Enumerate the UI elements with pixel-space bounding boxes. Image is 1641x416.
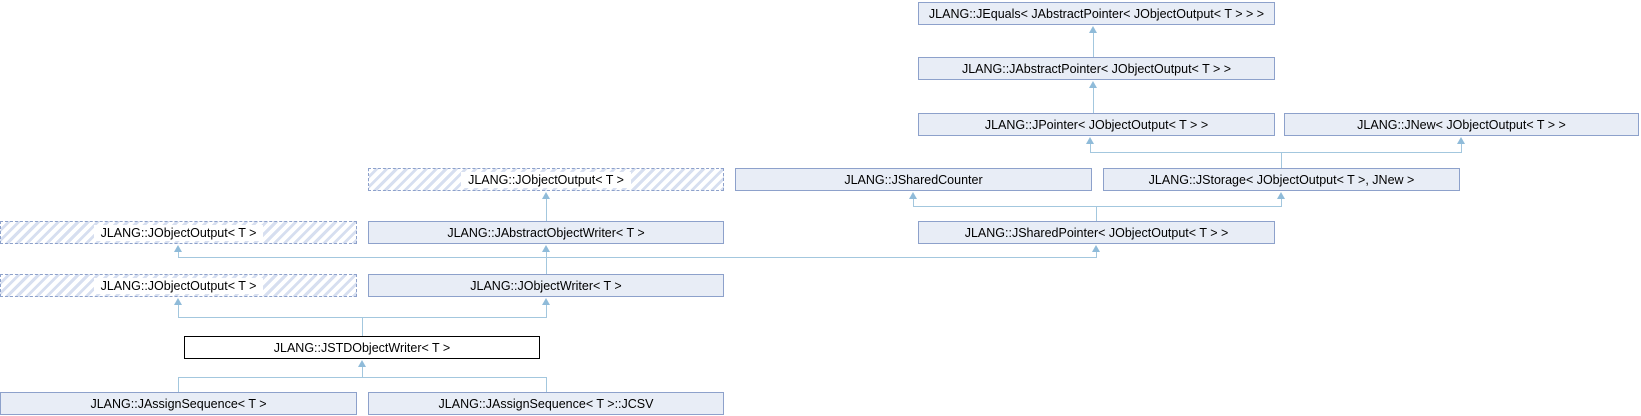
- edge-jstdobjectwriter-to-jobjectwriter-arrowhead: [542, 298, 550, 305]
- edge-jstdobjectwriter-bases-stub: [362, 317, 363, 336]
- edge-jabstractobjectwriter-to-jobjectoutput-line: [546, 199, 547, 221]
- edge-jsharedpointer-to-jsharedcounter-arrowhead: [909, 192, 917, 199]
- edge-derived-to-jstdobjectwriter-hline: [178, 377, 547, 378]
- edge-jstorage-bases-hline: [1090, 152, 1462, 153]
- class-node-label: JLANG::JObjectOutput< T >: [93, 277, 264, 294]
- edge-jobjectwriter-to-jobjectoutput-line: [178, 252, 179, 257]
- class-node-jassignsequence-jcsv[interactable]: JLANG::JAssignSequence< T >::JCSV: [368, 392, 724, 415]
- class-node-label: JLANG::JStorage< JObjectOutput< T >, JNe…: [1148, 172, 1415, 187]
- class-node-label: JLANG::JSharedCounter: [844, 172, 983, 187]
- edge-jstorage-to-jnew-line: [1461, 144, 1462, 152]
- edge-jpointer-to-jabstractpointer-arrowhead: [1089, 81, 1097, 88]
- edge-jpointer-to-jabstractpointer-line: [1093, 88, 1094, 113]
- class-node-jsharedpointer[interactable]: JLANG::JSharedPointer< JObjectOutput< T …: [918, 221, 1275, 244]
- edge-jobjectwriter-to-jabstractobjectwriter-arrowhead: [542, 245, 550, 252]
- class-node-jsharedcounter[interactable]: JLANG::JSharedCounter: [735, 168, 1092, 191]
- edge-jassignsequence-line: [178, 377, 179, 392]
- class-node-jequals[interactable]: JLANG::JEquals< JAbstractPointer< JObjec…: [918, 2, 1275, 25]
- class-node-jobjectwriter[interactable]: JLANG::JObjectWriter< T >: [368, 274, 724, 297]
- edge-derived-to-jstdobjectwriter-arrowhead: [358, 360, 366, 367]
- class-node-jstdobjectwriter-main: JLANG::JSTDObjectWriter< T >: [184, 336, 540, 359]
- class-node-jassignsequence[interactable]: JLANG::JAssignSequence< T >: [0, 392, 357, 415]
- class-node-label: JLANG::JNew< JObjectOutput< T > >: [1357, 117, 1566, 132]
- class-node-jpointer[interactable]: JLANG::JPointer< JObjectOutput< T > >: [918, 113, 1275, 136]
- class-node-label: JLANG::JAssignSequence< T >: [90, 396, 267, 411]
- class-node-label: JLANG::JAssignSequence< T >::JCSV: [438, 396, 654, 411]
- class-node-jobjectoutput-duplicate-3: JLANG::JObjectOutput< T >: [0, 274, 357, 297]
- class-node-jnew[interactable]: JLANG::JNew< JObjectOutput< T > >: [1284, 113, 1639, 136]
- edge-jsharedpointer-bases-stub: [1096, 206, 1097, 221]
- edge-jsharedpointer-to-jsharedcounter-line: [913, 199, 914, 206]
- edge-jabstractpointer-to-jequals-line: [1093, 33, 1094, 57]
- edge-jstorage-to-jpointer-line: [1090, 144, 1091, 152]
- edge-jstorage-bases-stub: [1281, 152, 1282, 168]
- edge-jobjectwriter-to-jsharedpointer-line: [1096, 252, 1097, 257]
- edge-derived-to-jstdobjectwriter-stub: [362, 367, 363, 377]
- edge-jabstractpointer-to-jequals-arrowhead: [1089, 26, 1097, 33]
- class-node-label: JLANG::JAbstractObjectWriter< T >: [447, 225, 645, 240]
- class-node-label: JLANG::JObjectWriter< T >: [470, 278, 622, 293]
- class-node-label: JLANG::JEquals< JAbstractPointer< JObjec…: [928, 6, 1265, 21]
- edge-jobjectwriter-to-jsharedpointer-arrowhead: [1092, 245, 1100, 252]
- class-node-label: JLANG::JSTDObjectWriter< T >: [273, 340, 451, 355]
- class-node-label: JLANG::JAbstractPointer< JObjectOutput< …: [961, 61, 1232, 76]
- edge-jsharedpointer-to-jstorage-arrowhead: [1277, 192, 1285, 199]
- edge-jobjectwriter-bases-hline: [178, 257, 1097, 258]
- class-node-jobjectoutput-duplicate-1: JLANG::JObjectOutput< T >: [368, 168, 724, 191]
- class-node-label: JLANG::JPointer< JObjectOutput< T > >: [984, 117, 1209, 132]
- edge-jstorage-to-jnew-arrowhead: [1457, 137, 1465, 144]
- edge-jstdobjectwriter-to-jobjectwriter-line: [546, 305, 547, 317]
- edge-jabstractobjectwriter-to-jobjectoutput-arrowhead: [542, 192, 550, 199]
- class-node-jobjectoutput-duplicate-2: JLANG::JObjectOutput< T >: [0, 221, 357, 244]
- edge-jstdobjectwriter-to-jobjectoutput-arrowhead: [174, 298, 182, 305]
- edge-jstdobjectwriter-to-jobjectoutput-line: [178, 305, 179, 317]
- class-node-jstorage[interactable]: JLANG::JStorage< JObjectOutput< T >, JNe…: [1103, 168, 1460, 191]
- class-node-label: JLANG::JObjectOutput< T >: [93, 224, 264, 241]
- edge-jsharedpointer-to-jstorage-line: [1281, 199, 1282, 206]
- class-node-label: JLANG::JSharedPointer< JObjectOutput< T …: [964, 225, 1229, 240]
- edge-jassignsequence-jcsv-line: [546, 377, 547, 392]
- edge-jsharedpointer-bases-hline: [913, 206, 1282, 207]
- class-node-jabstractpointer[interactable]: JLANG::JAbstractPointer< JObjectOutput< …: [918, 57, 1275, 80]
- class-node-jabstractobjectwriter[interactable]: JLANG::JAbstractObjectWriter< T >: [368, 221, 724, 244]
- edge-jobjectwriter-to-jobjectoutput-arrowhead: [174, 245, 182, 252]
- edge-jstorage-to-jpointer-arrowhead: [1086, 137, 1094, 144]
- class-node-label: JLANG::JObjectOutput< T >: [461, 171, 631, 188]
- edge-jobjectwriter-to-jabstractobjectwriter-line: [546, 252, 547, 274]
